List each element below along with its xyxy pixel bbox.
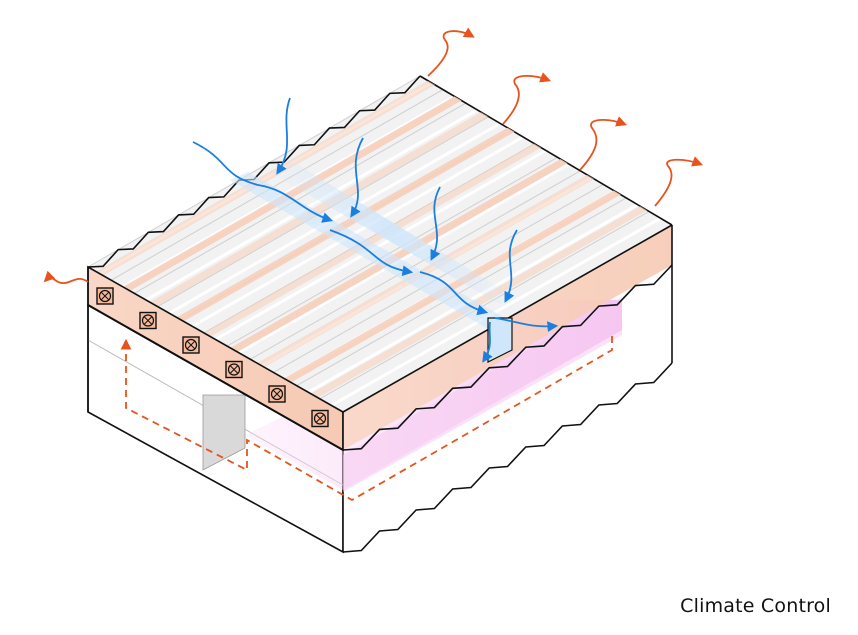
fan-blades bbox=[272, 389, 282, 399]
fan-unit-icon bbox=[311, 409, 329, 428]
fan-blades bbox=[100, 291, 110, 301]
wavy-arrow-icon bbox=[350, 137, 364, 218]
fan-blades bbox=[186, 340, 196, 350]
fan-blade-ring bbox=[98, 289, 112, 303]
roof-rib bbox=[145, 108, 479, 302]
roof-rib bbox=[214, 149, 547, 341]
roof-rib bbox=[110, 89, 444, 281]
fan-wall-base-line bbox=[87, 304, 344, 451]
heat-exhaust-arrows bbox=[43, 27, 704, 285]
fan-blade-ring bbox=[141, 314, 155, 327]
fan-unit-icon bbox=[225, 360, 243, 379]
roof-rib bbox=[330, 216, 662, 407]
skylight-strip bbox=[283, 190, 621, 383]
fan-blade-ring bbox=[270, 387, 284, 401]
roof-rib bbox=[296, 197, 627, 387]
skylight-strip bbox=[96, 80, 436, 276]
wavy-arrow-icon bbox=[329, 229, 414, 277]
roof-rib bbox=[134, 102, 467, 294]
diagram-caption: Climate Control bbox=[680, 595, 831, 617]
fan-blades bbox=[315, 414, 325, 423]
fan-blade-ring bbox=[227, 363, 241, 376]
roof-rib bbox=[250, 170, 581, 360]
wavy-arrow-icon bbox=[482, 321, 493, 363]
light-shaft bbox=[487, 317, 513, 363]
roof-rib bbox=[168, 122, 501, 315]
roof-rib bbox=[191, 135, 524, 328]
roof-rib bbox=[87, 75, 421, 268]
fan-unit-icon bbox=[139, 311, 157, 330]
wavy-arrow-icon bbox=[654, 156, 704, 207]
wavy-arrow-icon bbox=[192, 141, 334, 223]
wavy-arrow-icon bbox=[504, 229, 518, 303]
skylight-strip bbox=[176, 127, 515, 322]
fan-blades bbox=[229, 365, 239, 374]
skylight-strip bbox=[257, 174, 595, 368]
fan-unit-icon bbox=[182, 336, 200, 354]
circulation-dashed-arrow bbox=[120, 333, 613, 502]
skylight-strip bbox=[230, 159, 568, 352]
skylight-strip bbox=[122, 96, 462, 291]
wavy-arrow-icon bbox=[43, 270, 89, 285]
wavy-arrow-icon bbox=[427, 27, 475, 77]
fan-unit-icon bbox=[96, 287, 114, 305]
airflow-arrows bbox=[192, 97, 559, 363]
wavy-arrow-icon bbox=[502, 72, 552, 125]
roof-rib bbox=[226, 156, 558, 347]
fan-unit-icon bbox=[268, 385, 286, 403]
wavy-arrow-icon bbox=[419, 271, 489, 316]
dehumidify-band bbox=[343, 297, 622, 492]
skylight-strip bbox=[310, 206, 648, 398]
wavy-arrow-icon bbox=[494, 317, 559, 332]
fan-blades bbox=[143, 316, 153, 325]
airflow-glow-band bbox=[265, 160, 520, 310]
fan-blade-ring bbox=[313, 412, 327, 425]
roof-rib bbox=[307, 203, 639, 394]
roof-rib bbox=[122, 95, 456, 289]
roof-right-edge bbox=[419, 75, 673, 226]
skylight-strips bbox=[96, 80, 648, 398]
right-side-wall bbox=[87, 224, 673, 451]
lower-right-zigzag-edge bbox=[342, 362, 673, 553]
fan-blade-ring bbox=[184, 338, 198, 352]
wavy-arrow-icon bbox=[430, 186, 441, 261]
roof-rib bbox=[157, 116, 489, 307]
right-wall-zigzag-edge bbox=[342, 264, 673, 451]
fan-units bbox=[96, 287, 329, 428]
wavy-arrow-icon bbox=[579, 116, 628, 171]
skylight-strip bbox=[149, 112, 489, 307]
shadow-block bbox=[202, 394, 246, 471]
skylight-strip bbox=[203, 143, 542, 337]
roof-rib bbox=[237, 162, 570, 354]
wavy-arrow-icon bbox=[276, 97, 291, 175]
